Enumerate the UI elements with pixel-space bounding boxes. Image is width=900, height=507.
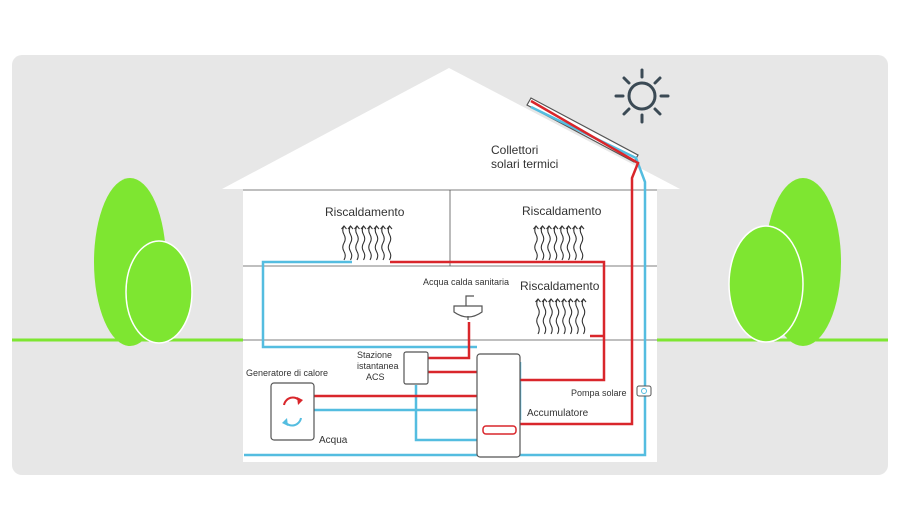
heat-wave-arrow [561,298,567,303]
dhw-station [403,351,429,385]
heating-label-top-right: Riscaldamento [522,204,602,218]
heat-generator-label: Generatore di calore [246,368,328,378]
tree-group-left [94,178,193,346]
heating-waves-icon [535,298,587,335]
tree-group-right [728,178,841,346]
heat-wave-line [540,225,545,261]
station-label-line1: Stazione [357,350,392,360]
heat-wave-line [534,225,538,261]
heat-wave-arrow [552,225,559,230]
heat-wave-line [575,298,579,335]
heat-wave-arrow [373,225,380,230]
heat-wave-line [542,298,547,335]
hot-pipes [314,99,640,432]
station-label-line3: ACS [366,372,385,382]
heat-wave-arrow [554,298,561,303]
heat-wave-arrow [360,225,367,230]
heating-waves-icon [533,225,585,261]
heat-wave-arrow [572,225,578,230]
heat-wave-line [342,225,346,261]
sink-icon [453,295,483,320]
heat-wave-arrow [533,225,539,230]
heating-waves-icon [341,225,393,261]
collector-label-line1: Collettori [491,143,538,157]
heat-wave-line [573,225,577,261]
heat-wave-line [348,225,353,261]
heat-wave-arrow [565,225,572,230]
heat-wave-arrow [567,298,574,303]
heat-wave-arrow [539,225,546,230]
heat-wave-line [581,298,586,335]
pump-icon [636,385,652,397]
heat-wave-arrow [354,225,360,230]
hot-water-label: Acqua calda sanitaria [423,277,509,287]
heat-wave-line [374,225,379,261]
heat-wave-arrow [341,225,347,230]
heat-wave-line [553,225,558,261]
storage-label: Accumulatore [527,408,589,419]
heat-wave-line [549,298,553,335]
station-label-line2: istantanea [357,361,399,371]
heat-wave-line [547,225,551,261]
heat-wave-arrow [386,225,393,230]
heat-wave-arrow [580,298,587,303]
heat-wave-arrow [347,225,354,230]
sun-icon [614,68,670,124]
heat-wave-line [566,225,571,261]
heat-wave-line [536,298,540,335]
heat-wave-arrow [535,298,541,303]
heat-wave-arrow [548,298,554,303]
storage-tank-icon [476,353,521,458]
heat-wave-line [381,225,385,261]
heat-wave-arrow [578,225,585,230]
heat-wave-line [387,225,392,261]
collector-label-line2: solari termici [491,157,558,171]
heat-generator-icon [270,382,315,441]
heat-wave-line [568,298,573,335]
heat-wave-line [368,225,372,261]
heat-wave-arrow [367,225,373,230]
heat-wave-arrow [559,225,565,230]
heat-wave-line [579,225,584,261]
heating-label-mid: Riscaldamento [520,279,600,293]
water-label: Acqua [319,435,348,446]
heat-wave-line [562,298,566,335]
heat-wave-arrow [541,298,548,303]
heating-label-top-left: Riscaldamento [325,205,405,219]
heat-wave-line [355,225,359,261]
heat-wave-arrow [380,225,386,230]
heat-wave-arrow [574,298,580,303]
heat-wave-line [555,298,560,335]
heat-wave-arrow [546,225,552,230]
heat-wave-line [560,225,564,261]
storage-coil [482,425,517,435]
heat-wave-line [361,225,366,261]
solar-pump-label: Pompa solare [571,388,627,398]
